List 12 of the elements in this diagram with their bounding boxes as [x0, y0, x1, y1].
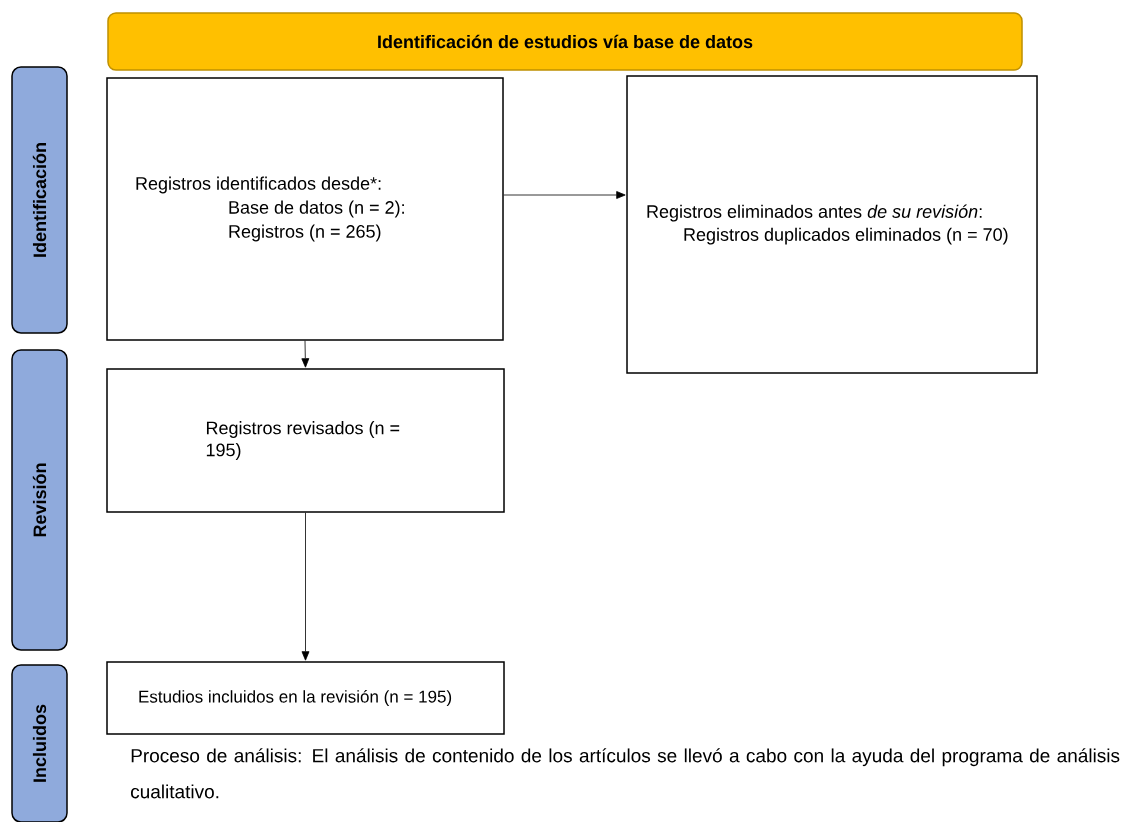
stage-tab: Identificación: [11, 66, 68, 334]
process-box: Registros eliminados antes de su revisión: Registros duplicados eliminados (n = 70): [626, 75, 1038, 374]
process-box: Estudios incluidos en la revisión (n = 195): [106, 661, 505, 735]
arrow: [301, 512, 310, 661]
arrow: [503, 191, 626, 199]
arrow: [301, 340, 310, 368]
paragraph-text: Proceso de análisis: El análisis de contenido de los artículos se llevó a cabo con la ayuda del programa de análisis cualitativo.: [131, 748, 1120, 799]
stage-tab: Revisión: [11, 349, 68, 651]
stage-tab: Incluidos: [11, 664, 68, 822]
header-band: Identificación de estudios vía base de datos: [107, 12, 1023, 71]
process-box: Registros revisados (n = 195): [106, 368, 505, 513]
process-box: Registros identificados desde*: Base de datos (n = 2): Registros (n = 265): [106, 77, 504, 341]
